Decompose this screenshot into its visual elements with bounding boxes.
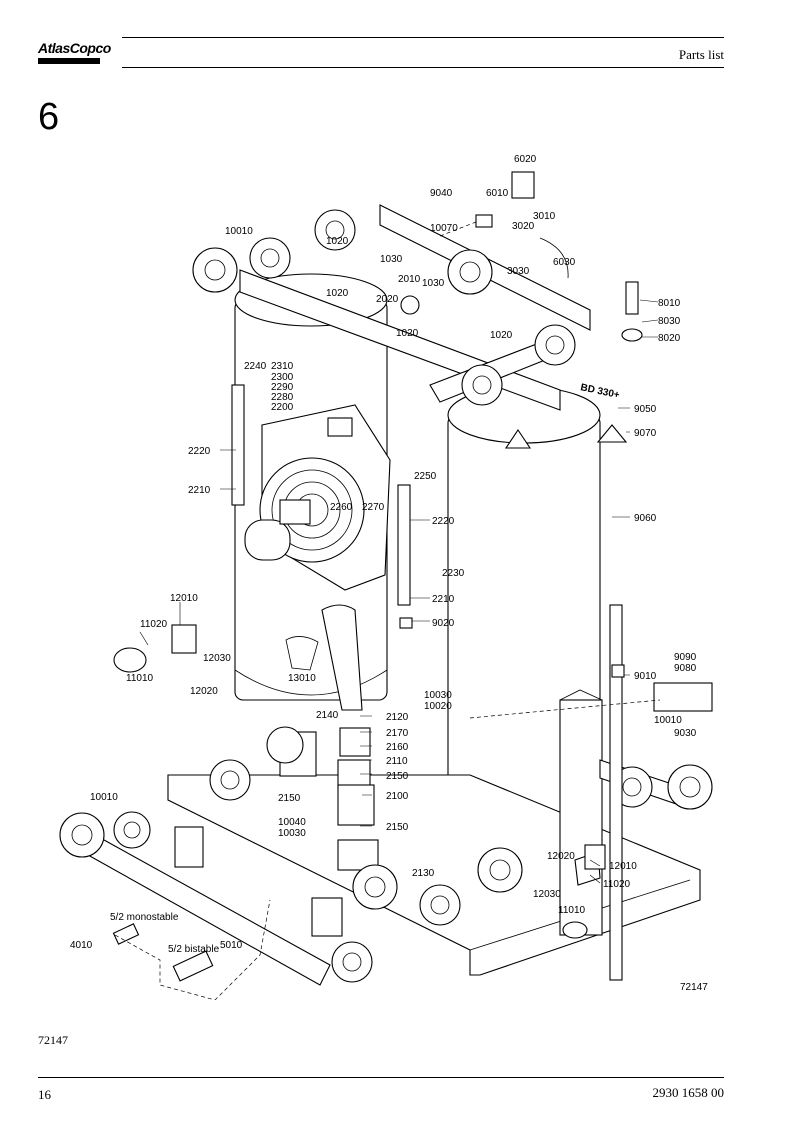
chapter-number: 6 [38, 96, 60, 138]
part-label: 11020 [140, 619, 168, 630]
part-label: 11020 [603, 879, 631, 890]
part-label: 12020 [547, 851, 575, 862]
part-labels: 6020 9040 6010 10070 3010 3020 3030 6030… [70, 154, 697, 955]
part-label: 6030 [553, 257, 576, 268]
brand-wordmark: AtlasCopco [38, 40, 111, 56]
inlet-pipework [59, 811, 373, 986]
part-label: 2100 [386, 791, 409, 802]
part-label: 1020 [396, 328, 419, 339]
part-label-large: 4010 [70, 940, 93, 951]
section-title: Parts list [678, 47, 724, 62]
part-label: 2290 [271, 382, 294, 393]
part-label: 3030 [507, 266, 530, 277]
part-label: 2120 [386, 712, 409, 723]
part-label: 2200 [271, 402, 294, 413]
document-number: 2930 1658 00 [652, 1085, 725, 1100]
bracket-right [397, 484, 411, 606]
part-label: 2140 [316, 710, 339, 721]
part-label: 2310 [271, 361, 294, 372]
exploded-parts-drawing: BD 330+ 72147 6020 9040 6010 10070 3010 … [59, 154, 713, 1000]
part-label: 12010 [170, 593, 198, 604]
part-label: 2010 [398, 274, 421, 285]
part-label: 2210 [188, 485, 211, 496]
part-label: 8030 [658, 316, 681, 327]
loose-components [112, 171, 713, 982]
part-label: 1030 [380, 254, 403, 265]
drawing-reference: 72147 [38, 1033, 68, 1047]
part-label: 9040 [430, 188, 453, 199]
part-label: 2270 [362, 502, 385, 513]
part-label: 12030 [203, 653, 231, 664]
page-number: 16 [38, 1087, 51, 1102]
drawing-id: 72147 [680, 982, 708, 993]
footer-rule [38, 1077, 724, 1078]
part-label: 2110 [386, 756, 408, 767]
logo-bar [38, 58, 100, 64]
heater-assembly [244, 404, 391, 591]
part-label: 10010 [90, 792, 118, 803]
part-label: 2150 [386, 771, 409, 782]
part-label: 1030 [422, 278, 445, 289]
part-label: 13010 [288, 673, 316, 684]
part-label: 12020 [190, 686, 218, 697]
part-label: 3020 [512, 221, 535, 232]
part-label: 9070 [634, 428, 657, 439]
part-label: 2160 [386, 742, 409, 753]
header-rule-top [122, 37, 724, 38]
part-label: 2150 [386, 822, 409, 833]
part-label: 2220 [188, 446, 211, 457]
part-label: 11010 [558, 905, 586, 916]
part-label: 10030 [424, 690, 452, 701]
part-label: 1020 [490, 330, 513, 341]
part-label: 10010 [225, 226, 253, 237]
part-label: 2230 [442, 568, 465, 579]
part-label-large: 5010 [220, 940, 243, 951]
part-label: 2170 [386, 728, 409, 739]
leader-lines [139, 299, 659, 884]
part-label: 8020 [658, 333, 681, 344]
part-label: 2260 [330, 502, 353, 513]
part-label: 10020 [424, 701, 452, 712]
part-label: 9050 [634, 404, 657, 415]
part-label: 10070 [430, 223, 458, 234]
bottom-valves [209, 726, 523, 926]
pilot-lines [114, 899, 271, 1000]
atlas-copco-logo: AtlasCopco [38, 36, 111, 68]
exhaust-hose [321, 604, 363, 711]
label-link-line [469, 699, 661, 719]
part-label: 2240 [244, 361, 267, 372]
part-label: 11010 [126, 673, 154, 684]
part-label: 9020 [432, 618, 455, 629]
part-label: 2020 [376, 294, 399, 305]
part-label: 1020 [326, 236, 349, 247]
part-label: 10040 [278, 817, 306, 828]
part-label: 10030 [278, 828, 306, 839]
part-label: 12030 [533, 889, 561, 900]
part-label: 2220 [432, 516, 455, 527]
part-label: 6020 [514, 154, 537, 165]
part-label: 1020 [326, 288, 349, 299]
part-label: 2280 [271, 392, 294, 403]
part-label: 3010 [533, 211, 556, 222]
part-label: 9060 [634, 513, 657, 524]
part-label: 2150 [278, 793, 301, 804]
part-label: 2130 [412, 868, 435, 879]
bracket-left [231, 384, 245, 506]
part-label: 2250 [414, 471, 437, 482]
part-label: 2300 [271, 372, 294, 383]
valve-type-label: 5/2 monostable [110, 912, 179, 923]
part-label: 12010 [609, 861, 637, 872]
part-label: 6010 [486, 188, 509, 199]
top-manifold [192, 204, 591, 411]
header-rule-bottom [122, 67, 724, 68]
part-label: 8010 [658, 298, 681, 309]
valve-type-label: 5/2 bistable [168, 944, 220, 955]
part-label: 9030 [674, 728, 697, 739]
part-label: 2210 [432, 594, 455, 605]
part-label: 10010 [654, 715, 682, 726]
part-label: 9080 [674, 663, 697, 674]
part-label: 9010 [634, 671, 657, 682]
part-label: 9090 [674, 652, 697, 663]
